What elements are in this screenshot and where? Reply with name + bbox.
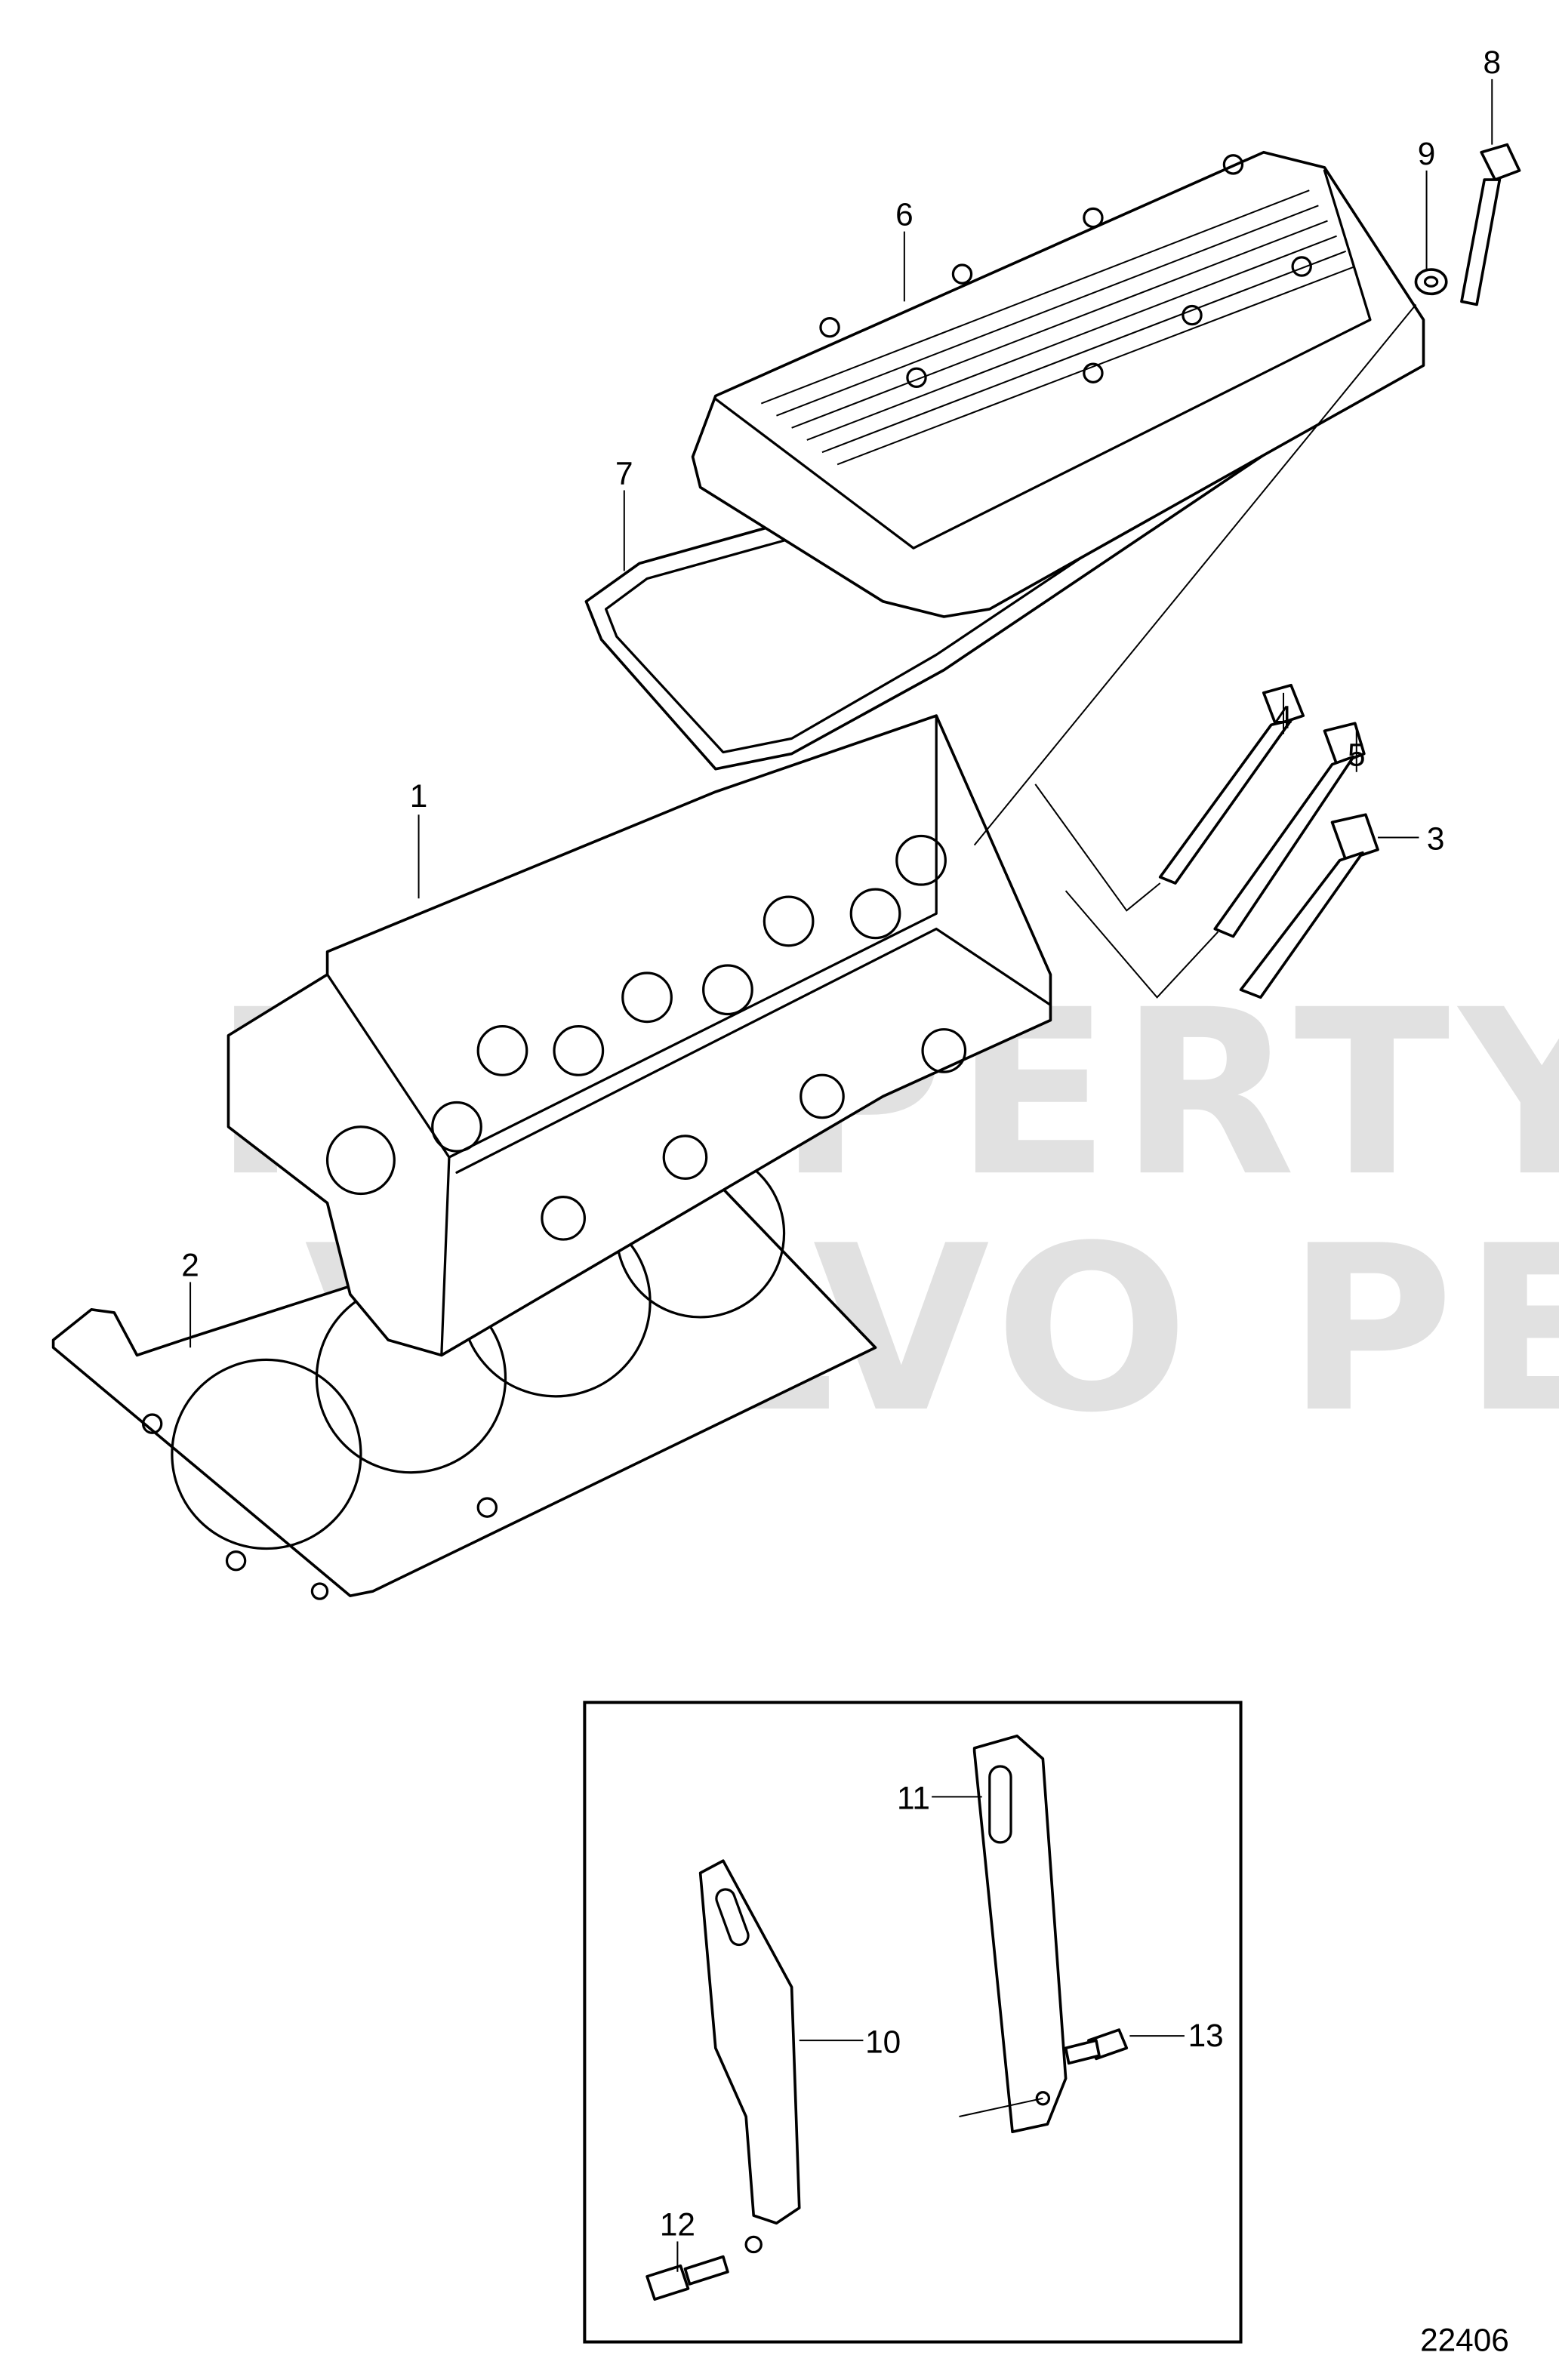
callout-13: 13 [1188,2018,1224,2053]
callout-6: 6 [895,197,914,232]
cylinder-head [226,714,1052,1357]
leader-lines [189,79,1493,2272]
bracket-10 [698,1859,801,2254]
figure-number: 22406 [1420,2323,1509,2358]
bolt-5 [1213,722,1366,938]
callout-1: 1 [410,778,428,814]
callout-12: 12 [660,2206,695,2242]
screw-12 [645,2255,729,2301]
valve-cover [691,150,1425,618]
grommet-9 [1414,268,1448,296]
valve-springs [431,834,947,1153]
callout-4: 4 [1274,699,1292,734]
bolt-8 [1460,143,1521,306]
bracket-11 [972,1734,1068,2133]
callout-8: 8 [1483,45,1501,80]
callout-3: 3 [1427,821,1445,857]
callout-2: 2 [181,1247,199,1282]
callout-10: 10 [865,2024,901,2059]
callout-11: 11 [897,1781,930,1816]
cover-ribs [760,189,1356,466]
callout-9: 9 [1418,136,1436,171]
callout-5: 5 [1348,737,1366,773]
screw-13 [1064,2028,1129,2065]
bolt-3 [1239,813,1379,999]
inset-box [583,1701,1243,2344]
callout-7: 7 [615,455,633,491]
